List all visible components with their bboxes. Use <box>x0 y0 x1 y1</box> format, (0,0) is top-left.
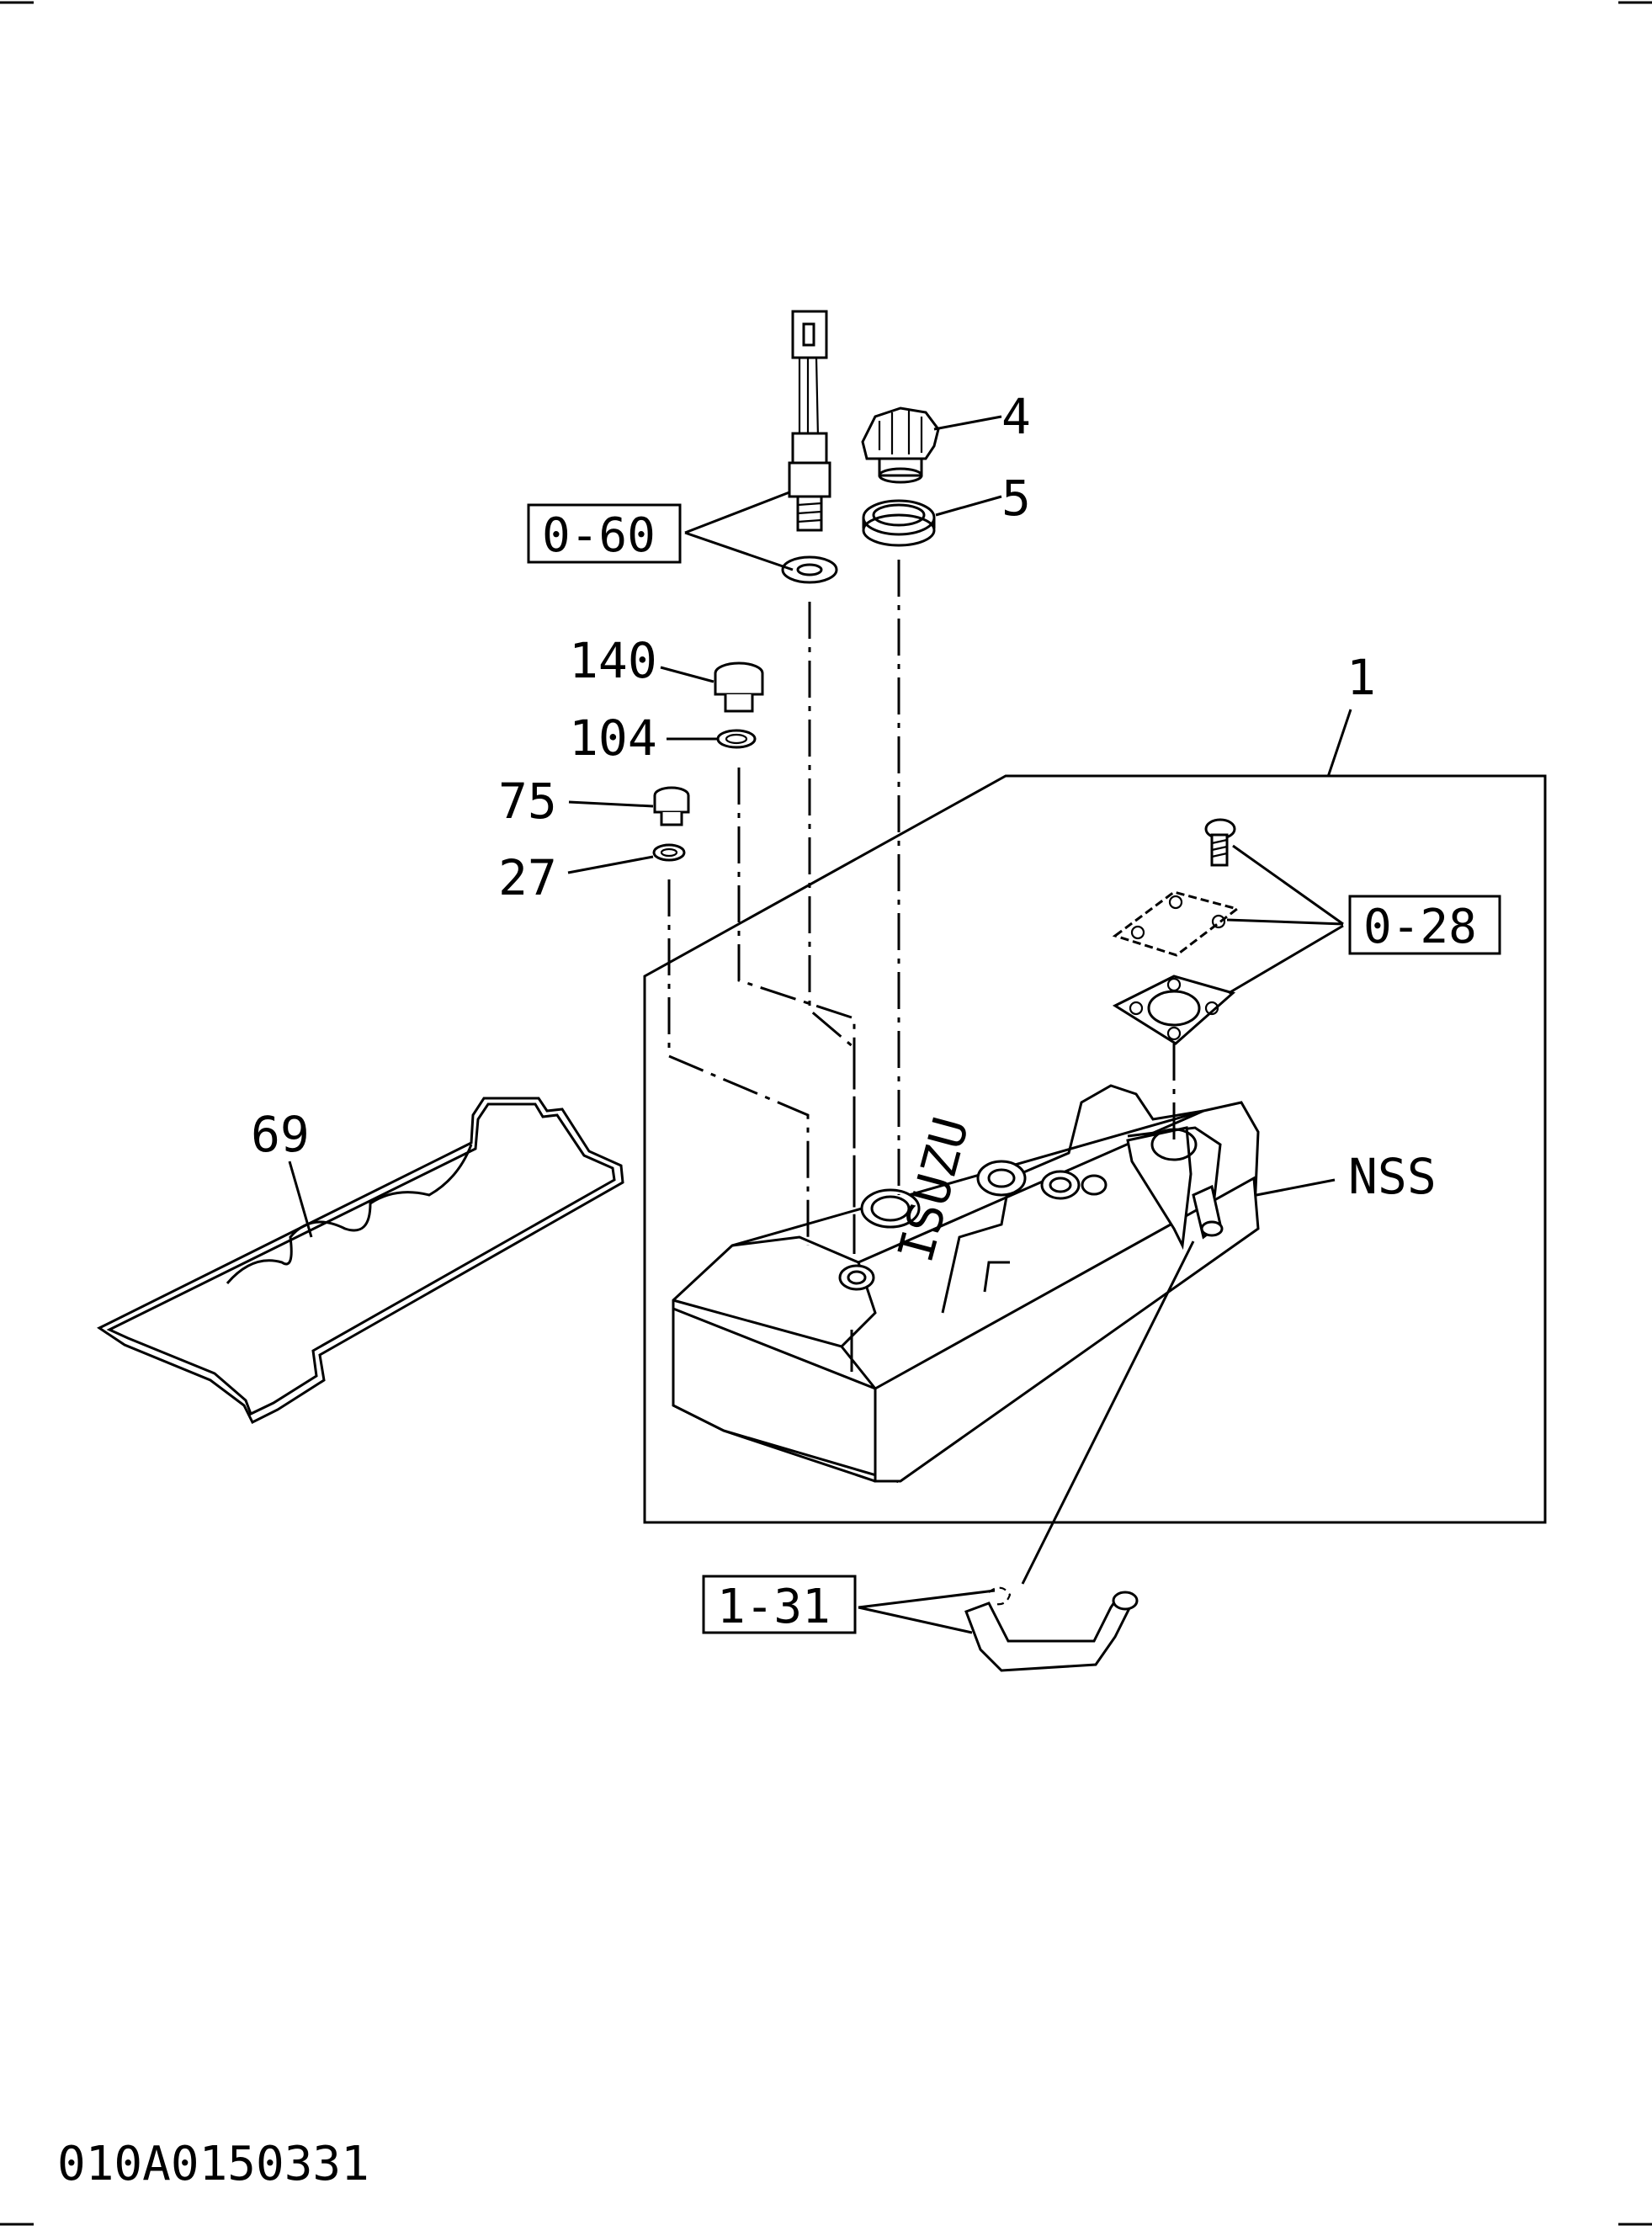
washer-large <box>716 729 757 749</box>
leader-hose <box>858 1589 996 1634</box>
label-nss: NSS <box>1348 1148 1437 1205</box>
leader-cap-seal <box>935 495 1002 517</box>
leader-nss <box>1256 1178 1336 1197</box>
label-gasket: 69 <box>251 1106 310 1163</box>
valve-cover: ISUZU <box>672 1084 1260 1484</box>
centerline-plug-small <box>667 879 810 1246</box>
leader-cover-assembly <box>1326 709 1352 778</box>
ref-box-hose <box>702 1575 857 1634</box>
leader-cover-plate <box>1226 844 1344 995</box>
plug-small <box>653 786 690 826</box>
leader-plug-large <box>660 666 714 683</box>
assembly-boundary <box>643 774 1547 1524</box>
oil-filler-cap <box>861 406 940 484</box>
oil-filler-cap-seal <box>862 499 936 547</box>
washer-small <box>652 843 686 862</box>
sensor-washer <box>781 555 838 584</box>
leader-cap <box>933 415 1002 431</box>
leader-plug-small <box>568 800 654 808</box>
ref-cover-plate: 0-28 <box>1363 900 1477 954</box>
drawing-code: 010A0150331 <box>57 2137 369 2191</box>
cover-plate <box>1112 890 1240 957</box>
label-plug-large: 140 <box>569 632 657 689</box>
label-cap-seal: 5 <box>1001 470 1031 527</box>
ref-sensor: 0-60 <box>542 508 656 563</box>
label-washer-large: 104 <box>569 709 657 767</box>
ref-hose: 1-31 <box>717 1580 831 1634</box>
sensor <box>788 310 831 532</box>
label-cover-assembly: 1 <box>1347 649 1376 706</box>
plug-large <box>714 661 764 713</box>
leader-washer-small <box>567 855 654 874</box>
centerline-sensor <box>808 602 856 1254</box>
ref-box-sensor <box>527 503 682 564</box>
hose-route-line <box>1021 1240 1195 1585</box>
breather-hose <box>964 1591 1139 1672</box>
cover-gasket <box>97 1097 624 1425</box>
bolt <box>1204 818 1236 867</box>
leader-gasket <box>288 1161 313 1238</box>
cover-plate-gasket <box>1112 975 1236 1045</box>
centerline-plug-large <box>737 768 856 1250</box>
ref-box-cover-plate <box>1348 895 1501 955</box>
leader-sensor <box>684 491 794 571</box>
hose-clamp <box>988 1586 1012 1606</box>
label-washer-small: 27 <box>498 849 557 906</box>
label-cap: 4 <box>1001 388 1031 445</box>
label-plug-small: 75 <box>498 773 557 830</box>
